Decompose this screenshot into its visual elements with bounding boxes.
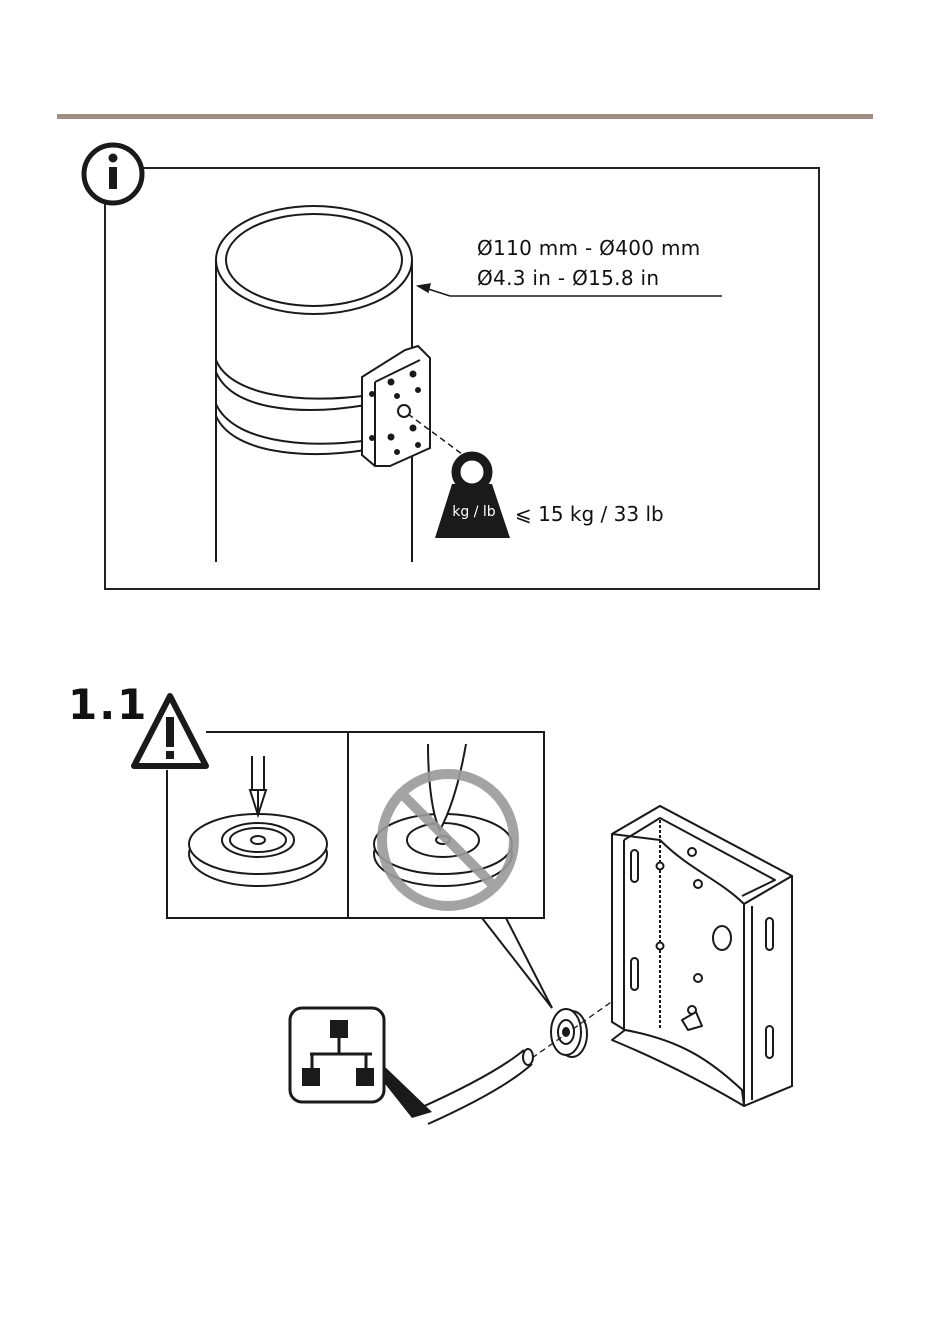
- network-cable: [420, 1049, 533, 1124]
- step-number: 1.1: [68, 680, 148, 729]
- pole-mount-bracket: [612, 806, 792, 1106]
- weight-unit-label: kg / lb: [441, 504, 507, 520]
- grommet-part: [551, 1009, 587, 1057]
- pole-diameter-metric: Ø110 mm - Ø400 mm: [477, 236, 701, 260]
- info-icon: [84, 145, 142, 203]
- bracket-plate: [362, 346, 430, 466]
- network-icon: [290, 1008, 432, 1118]
- weight-icon: [435, 456, 510, 538]
- grommet-correct: [189, 756, 327, 886]
- callout-wedge: [482, 918, 552, 1008]
- pole-diameter-imperial: Ø4.3 in - Ø15.8 in: [477, 266, 659, 290]
- grommet-prohibited: [374, 744, 512, 886]
- weight-limit: ⩽ 15 kg / 33 lb: [515, 502, 664, 526]
